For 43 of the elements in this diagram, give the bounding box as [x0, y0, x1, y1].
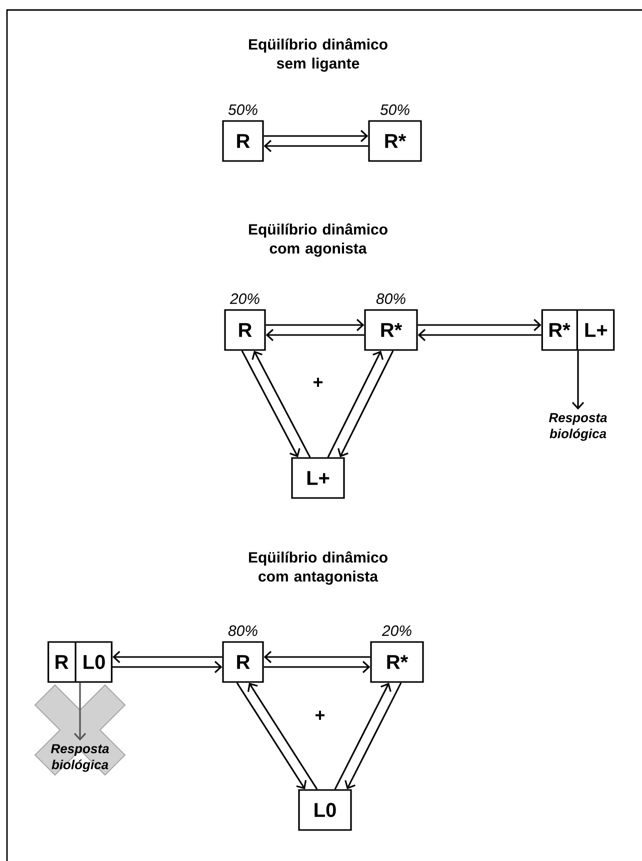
state-box: R*: [368, 120, 422, 162]
arrow: [264, 130, 368, 142]
arrow: [264, 650, 370, 664]
state-box: R: [222, 120, 264, 162]
arrow: [241, 350, 300, 458]
plus-sign: +: [316, 710, 325, 720]
response-text: Resposta biológica: [50, 744, 109, 772]
arrow: [266, 318, 364, 332]
percentage-label: 20%: [382, 625, 412, 636]
arrow: [338, 350, 394, 458]
arrow: [327, 350, 384, 458]
arrow: [418, 318, 542, 332]
response-text: Resposta biológica: [548, 413, 607, 441]
percentage-label: 50%: [380, 104, 410, 115]
arrow: [572, 350, 584, 410]
arrow: [74, 682, 86, 741]
arrow: [334, 682, 392, 790]
complex-box: R L0: [48, 641, 112, 683]
state-box: R*: [370, 641, 424, 683]
arrow: [252, 350, 311, 458]
state-box: R*: [364, 309, 418, 351]
section-title: Eqüilíbrio dinâmico sem ligante: [249, 38, 388, 72]
arrow: [418, 328, 542, 342]
state-box: L0: [298, 789, 352, 831]
section-title: Eqüilíbrio dinâmico com agonista: [249, 223, 388, 257]
arrow: [112, 660, 222, 674]
arrow: [264, 660, 370, 674]
percentage-label: 80%: [228, 625, 258, 636]
arrow: [266, 328, 364, 342]
percentage-label: 20%: [230, 293, 260, 304]
arrow: [344, 682, 402, 790]
arrow: [112, 650, 222, 664]
state-box: R: [224, 309, 266, 351]
section-title: Eqüilíbrio dinâmico com antagonista: [249, 551, 388, 585]
arrow: [247, 682, 318, 790]
percentage-label: 80%: [376, 293, 406, 304]
state-box: L+: [291, 457, 345, 499]
complex-box: R* L+: [541, 309, 615, 351]
plus-sign: +: [314, 378, 323, 387]
state-box: R: [222, 641, 264, 683]
arrow: [236, 682, 307, 790]
arrow: [264, 140, 368, 152]
percentage-label: 50%: [228, 104, 258, 115]
